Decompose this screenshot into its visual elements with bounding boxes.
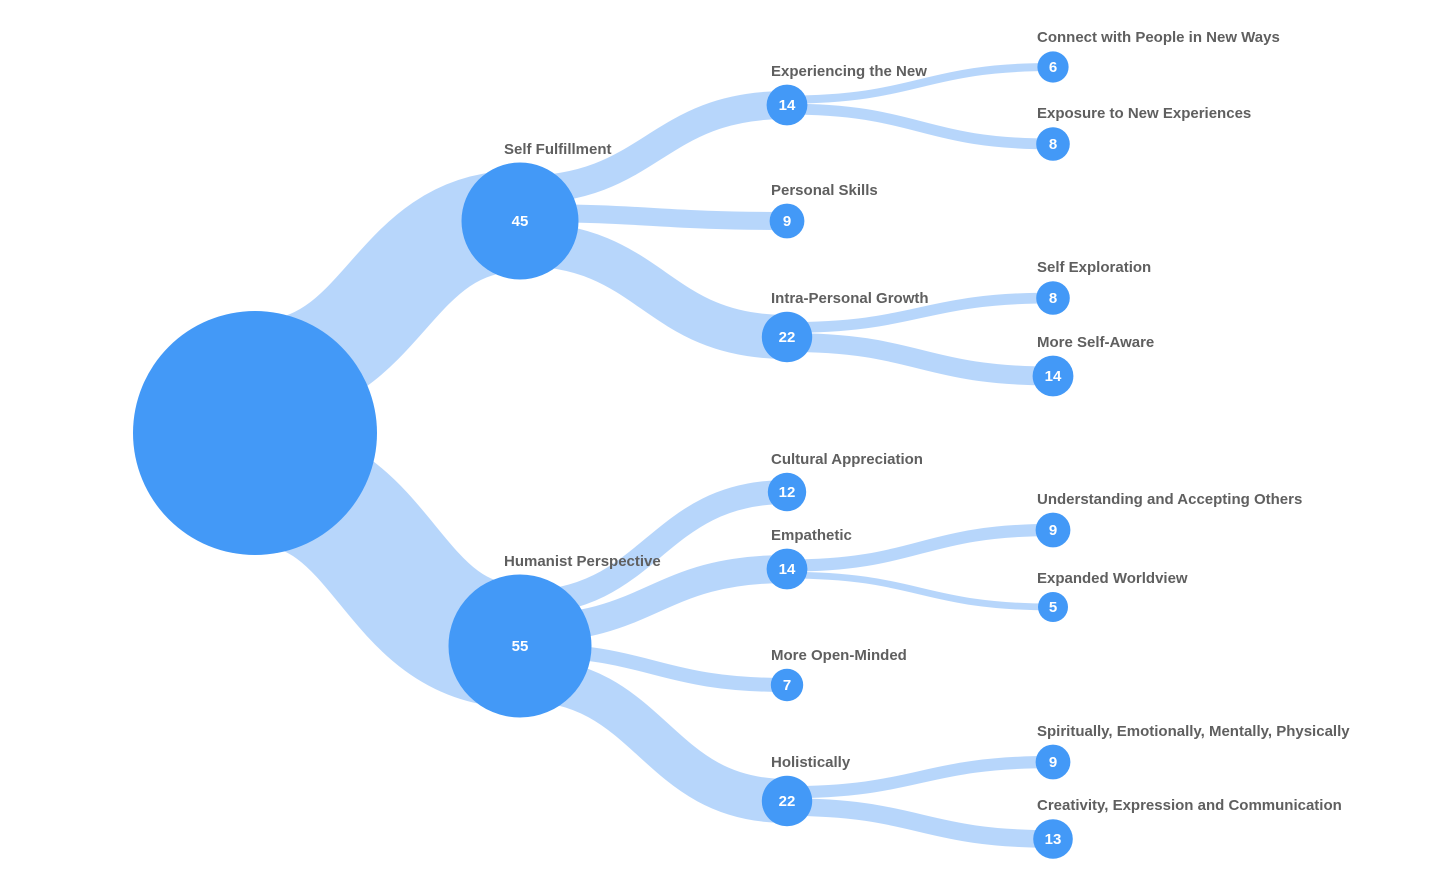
node-value-exposure-to-new: 8 xyxy=(1049,136,1057,153)
node-label-creativity-expression: Creativity, Expression and Communication xyxy=(1037,797,1342,815)
node-label-spiritually-emotionally: Spiritually, Emotionally, Mentally, Phys… xyxy=(1037,722,1350,740)
node-label-self-fulfillment: Self Fulfillment xyxy=(504,140,612,158)
node-value-creativity-expression: 13 xyxy=(1045,831,1062,848)
node-label-exposure-to-new: Exposure to New Experiences xyxy=(1037,105,1252,123)
node-label-connect-with-people: Connect with People in New Ways xyxy=(1037,29,1280,47)
node-value-experiencing-the-new: 14 xyxy=(779,97,796,114)
node-root[interactable] xyxy=(133,311,377,555)
node-expanded-worldview[interactable] xyxy=(1038,592,1068,622)
node-label-more-self-aware: More Self-Aware xyxy=(1037,333,1155,351)
node-more-open-minded[interactable] xyxy=(770,668,804,702)
node-label-cultural-appreciation: Cultural Appreciation xyxy=(771,450,923,468)
node-value-humanist-perspective: 55 xyxy=(512,638,529,655)
node-humanist-perspective[interactable] xyxy=(448,574,592,718)
node-label-self-exploration: Self Exploration xyxy=(1037,259,1152,277)
node-self-fulfillment[interactable] xyxy=(461,162,579,280)
link-holistically-to-creativity-expression xyxy=(786,798,1054,848)
node-more-self-aware[interactable] xyxy=(1032,355,1074,397)
link-holistically-to-spiritually-emotionally xyxy=(786,755,1054,799)
node-exposure-to-new[interactable] xyxy=(1036,127,1070,161)
node-value-self-fulfillment: 45 xyxy=(512,213,529,230)
node-value-understanding-accepting: 9 xyxy=(1049,522,1057,539)
node-connect-with-people[interactable] xyxy=(1037,51,1069,83)
node-value-expanded-worldview: 5 xyxy=(1049,599,1057,616)
node-label-personal-skills: Personal Skills xyxy=(771,181,878,199)
node-value-connect-with-people: 6 xyxy=(1049,59,1057,76)
node-label-humanist-perspective: Humanist Perspective xyxy=(504,552,661,570)
node-self-exploration[interactable] xyxy=(1036,281,1070,315)
node-label-empathetic: Empathetic xyxy=(771,526,852,544)
node-value-holistically: 22 xyxy=(779,793,796,810)
node-cultural-appreciation[interactable] xyxy=(767,472,807,512)
node-personal-skills[interactable] xyxy=(769,203,805,239)
node-spiritually-emotionally[interactable] xyxy=(1035,744,1071,780)
link-intra-personal-growth-to-more-self-aware xyxy=(786,332,1054,386)
node-holistically[interactable] xyxy=(761,775,813,827)
nodes-layer: 45 55 14 9 22 12 14 7 22 6 8 8 14 9 5 9 13 xyxy=(133,51,1074,859)
link-experiencing-the-new-to-exposure-to-new xyxy=(786,103,1054,150)
node-label-experiencing-the-new: Experiencing the New xyxy=(771,62,927,80)
node-label-expanded-worldview: Expanded Worldview xyxy=(1037,570,1188,587)
node-value-intra-personal-growth: 22 xyxy=(779,329,796,346)
node-value-more-self-aware: 14 xyxy=(1045,368,1062,385)
node-value-more-open-minded: 7 xyxy=(783,677,791,694)
node-value-spiritually-emotionally: 9 xyxy=(1049,754,1057,771)
node-creativity-expression[interactable] xyxy=(1033,819,1073,859)
node-label-understanding-accepting: Understanding and Accepting Others xyxy=(1037,490,1303,508)
link-empathetic-to-expanded-worldview xyxy=(786,571,1054,611)
link-empathetic-to-understanding-accepting xyxy=(786,523,1054,572)
node-value-personal-skills: 9 xyxy=(783,213,791,230)
node-intra-personal-growth[interactable] xyxy=(761,311,813,363)
node-empathetic[interactable] xyxy=(766,548,808,590)
node-experiencing-the-new[interactable] xyxy=(766,84,808,126)
node-value-empathetic: 14 xyxy=(779,561,796,578)
node-label-intra-personal-growth: Intra-Personal Growth xyxy=(771,289,929,307)
node-value-self-exploration: 8 xyxy=(1049,290,1057,307)
node-value-cultural-appreciation: 12 xyxy=(779,484,796,501)
node-label-holistically: Holistically xyxy=(771,753,851,771)
node-label-more-open-minded: More Open-Minded xyxy=(771,646,907,664)
link-experiencing-the-new-to-connect-with-people xyxy=(786,62,1054,104)
node-understanding-accepting[interactable] xyxy=(1035,512,1071,548)
link-intra-personal-growth-to-self-exploration xyxy=(786,292,1054,333)
